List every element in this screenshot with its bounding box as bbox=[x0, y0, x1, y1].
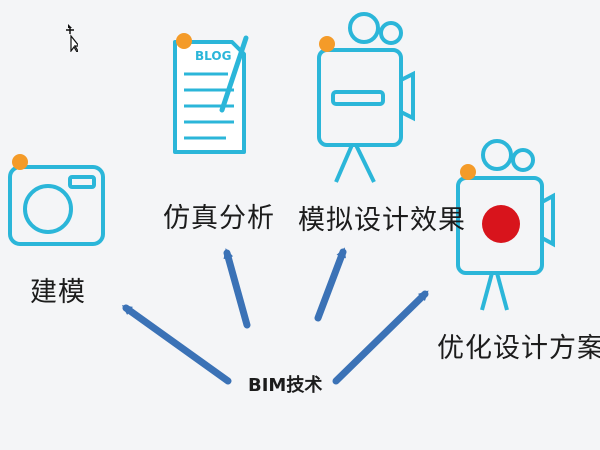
cursor-move-icon bbox=[66, 24, 78, 52]
record-icon bbox=[482, 205, 520, 243]
arrows bbox=[121, 247, 429, 385]
orange-dot-icon bbox=[12, 154, 28, 170]
label-bim-technology: BIM技术 bbox=[248, 375, 323, 396]
label-optimize-design-plan: 优化设计方案 bbox=[437, 333, 600, 364]
label-simulate-design-effect: 模拟设计效果 bbox=[298, 205, 466, 236]
arrow-to-simulation bbox=[223, 248, 251, 329]
camera-icon bbox=[8, 165, 105, 246]
orange-dot-icon bbox=[460, 164, 476, 180]
arrow-to-optimize bbox=[332, 290, 429, 385]
blog-notepad-icon: BLOG bbox=[173, 35, 249, 154]
blog-text: BLOG bbox=[195, 49, 231, 63]
label-simulation-analysis: 仿真分析 bbox=[163, 203, 275, 234]
video-camera-icon bbox=[456, 139, 555, 311]
orange-dot-icon bbox=[319, 36, 335, 52]
arrow-to-modeling bbox=[121, 304, 232, 385]
label-modeling: 建模 bbox=[30, 277, 86, 308]
pen-icon bbox=[219, 35, 249, 113]
orange-dot-icon bbox=[176, 33, 192, 49]
projector-icon bbox=[317, 12, 415, 183]
arrow-to-simulate-effect bbox=[314, 247, 347, 322]
